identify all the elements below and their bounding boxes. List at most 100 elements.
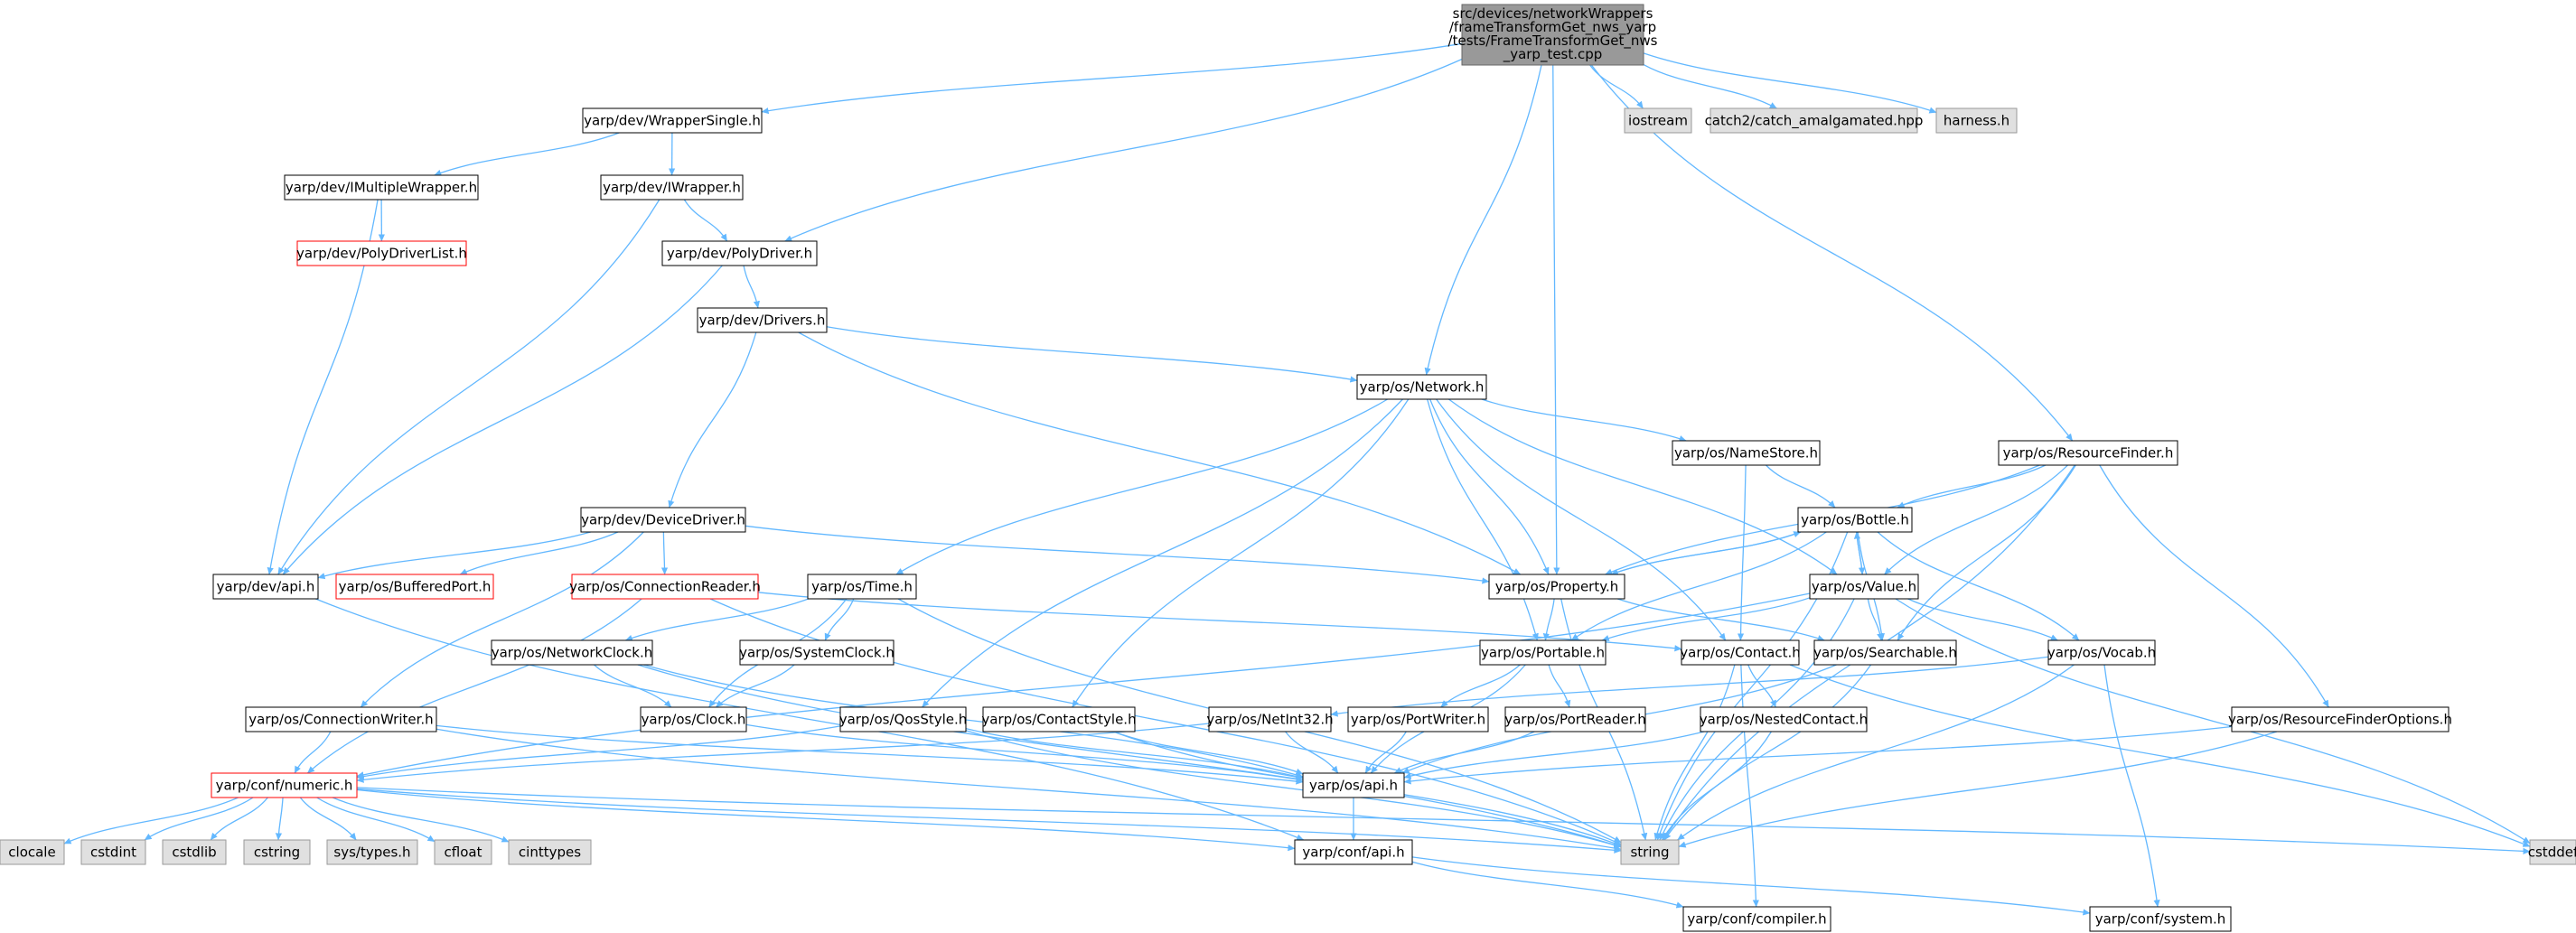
node-value[interactable]: yarp/os/Value.h bbox=[1809, 574, 1919, 600]
edge-value-to-bottle bbox=[1853, 531, 1863, 575]
node-devapi[interactable]: yarp/dev/api.h bbox=[212, 574, 319, 600]
node-netint32[interactable]: yarp/os/NetInt32.h bbox=[1206, 706, 1334, 732]
node-box bbox=[982, 706, 1136, 732]
edge-vocab-to-string bbox=[1677, 664, 2075, 841]
edge-numeric-to-cstdlib bbox=[210, 797, 268, 841]
edge-root-to-harness bbox=[1643, 52, 1937, 114]
edge-connectionwriter-to-string bbox=[436, 728, 1622, 852]
edge-value-to-vocab bbox=[1907, 598, 2058, 641]
node-label: yarp/os/Bottle.h bbox=[1801, 512, 1909, 528]
node-box bbox=[508, 839, 592, 865]
edge-portwriter-to-osapi bbox=[1364, 731, 1407, 774]
node-box bbox=[2089, 906, 2232, 932]
edge-connectionwriter-to-numeric bbox=[294, 731, 332, 774]
node-bufferedport[interactable]: yarp/os/BufferedPort.h bbox=[335, 574, 494, 600]
edge-networkclock-to-osapi bbox=[643, 664, 1304, 779]
node-label: yarp/os/Contact.h bbox=[1680, 645, 1801, 661]
edge-property-to-portable bbox=[1542, 598, 1555, 641]
node-portable[interactable]: yarp/os/Portable.h bbox=[1479, 639, 1606, 666]
node-system[interactable]: yarp/conf/system.h bbox=[2089, 906, 2232, 932]
node-box bbox=[571, 574, 759, 600]
node-box bbox=[212, 574, 319, 600]
edge-numeric-to-clocale bbox=[63, 797, 239, 844]
node-box bbox=[2231, 706, 2450, 732]
node-wrappersingle[interactable]: yarp/dev/WrapperSingle.h bbox=[582, 107, 763, 134]
node-time[interactable]: yarp/os/Time.h bbox=[807, 574, 917, 600]
node-connectionwriter[interactable]: yarp/os/ConnectionWriter.h bbox=[245, 706, 437, 732]
node-systemclock[interactable]: yarp/os/SystemClock.h bbox=[739, 639, 895, 666]
node-osapi[interactable]: yarp/os/api.h bbox=[1302, 772, 1405, 798]
node-box bbox=[1294, 839, 1413, 865]
node-contactstyle[interactable]: yarp/os/ContactStyle.h bbox=[981, 706, 1137, 732]
node-clock[interactable]: yarp/os/Clock.h bbox=[640, 706, 747, 732]
node-systypes: sys/types.h bbox=[326, 839, 418, 865]
edge-numeric-to-cstring bbox=[275, 797, 284, 841]
root-node-box bbox=[1461, 4, 1644, 66]
node-devicedriver[interactable]: yarp/dev/DeviceDriver.h bbox=[580, 507, 746, 533]
node-label: yarp/dev/WrapperSingle.h bbox=[584, 113, 761, 129]
edge-drivers-to-property bbox=[798, 331, 1522, 575]
node-portwriter[interactable]: yarp/os/PortWriter.h bbox=[1347, 706, 1489, 732]
edge-connectionreader-to-numeric bbox=[306, 598, 642, 774]
node-rfoptions[interactable]: yarp/os/ResourceFinderOptions.h bbox=[2228, 706, 2452, 732]
node-polydriverlist[interactable]: yarp/dev/PolyDriverList.h bbox=[296, 240, 467, 266]
node-box bbox=[1302, 772, 1405, 798]
node-label: yarp/os/ResourceFinder.h bbox=[2003, 445, 2174, 462]
edge-root-to-polydriver bbox=[784, 58, 1463, 242]
node-box bbox=[1624, 107, 1692, 134]
edge-root-to-network bbox=[1424, 64, 1542, 376]
node-bottle[interactable]: yarp/os/Bottle.h bbox=[1797, 507, 1913, 533]
edge-numeric-to-cinttypes bbox=[332, 797, 510, 843]
node-label: yarp/dev/Drivers.h bbox=[699, 313, 826, 329]
node-drivers[interactable]: yarp/dev/Drivers.h bbox=[697, 307, 828, 333]
edge-contact-to-nestedcontact bbox=[1747, 664, 1776, 708]
edge-devicedriver-to-bufferedport bbox=[459, 531, 619, 575]
node-iwrapper[interactable]: yarp/dev/IWrapper.h bbox=[600, 174, 744, 201]
node-network[interactable]: yarp/os/Network.h bbox=[1356, 374, 1487, 400]
node-label: cstdint bbox=[90, 844, 136, 861]
node-label: yarp/os/ResourceFinderOptions.h bbox=[2228, 712, 2452, 728]
node-property[interactable]: yarp/os/Property.h bbox=[1488, 574, 1625, 600]
node-label: yarp/dev/PolyDriver.h bbox=[667, 246, 812, 262]
node-networkclock[interactable]: yarp/os/NetworkClock.h bbox=[491, 639, 653, 666]
node-box bbox=[1347, 706, 1489, 732]
edge-network-to-portable bbox=[1427, 398, 1539, 641]
node-label: yarp/os/Vocab.h bbox=[2047, 645, 2156, 661]
node-confapi[interactable]: yarp/conf/api.h bbox=[1294, 839, 1413, 865]
node-compiler[interactable]: yarp/conf/compiler.h bbox=[1682, 906, 1831, 932]
root-label-line: src/devices/networkWrappers bbox=[1453, 5, 1653, 22]
edge-portable-to-portreader bbox=[1548, 664, 1571, 708]
node-resourcefinder[interactable]: yarp/os/ResourceFinder.h bbox=[1998, 440, 2178, 466]
node-catch2: catch2/catch_amalgamated.hpp bbox=[1705, 107, 1923, 134]
node-portreader[interactable]: yarp/os/PortReader.h bbox=[1504, 706, 1646, 732]
node-searchable[interactable]: yarp/os/Searchable.h bbox=[1813, 639, 1957, 666]
edge-vocab-to-system bbox=[2103, 664, 2160, 908]
node-box bbox=[2047, 639, 2156, 666]
edge-drivers-to-network bbox=[826, 326, 1358, 383]
node-connectionreader[interactable]: yarp/os/ConnectionReader.h bbox=[569, 574, 761, 600]
edge-property-to-searchable bbox=[1617, 598, 1825, 642]
edge-numeric-to-string bbox=[356, 788, 1622, 854]
node-harness: harness.h bbox=[1935, 107, 2018, 134]
node-nestedcontact[interactable]: yarp/os/NestedContact.h bbox=[1700, 706, 1868, 732]
node-cstdint: cstdint bbox=[80, 839, 146, 865]
node-namestore[interactable]: yarp/os/NameStore.h bbox=[1672, 440, 1821, 466]
node-vocab[interactable]: yarp/os/Vocab.h bbox=[2047, 639, 2156, 666]
node-qosstyle[interactable]: yarp/os/QosStyle.h bbox=[839, 706, 968, 732]
edge-contact-to-cstddef bbox=[1789, 664, 2531, 847]
node-label: yarp/os/Network.h bbox=[1360, 379, 1485, 396]
node-label: yarp/dev/PolyDriverList.h bbox=[296, 246, 467, 262]
edge-resourcefinder-to-value bbox=[1884, 464, 2068, 575]
node-label: yarp/os/NetInt32.h bbox=[1206, 712, 1333, 728]
edge-confapi-to-compiler bbox=[1411, 861, 1684, 909]
node-numeric[interactable]: yarp/conf/numeric.h bbox=[211, 772, 358, 798]
node-polydriver[interactable]: yarp/dev/PolyDriver.h bbox=[661, 240, 818, 266]
node-label: cstdlib bbox=[172, 844, 216, 861]
edge-qosstyle-to-string bbox=[965, 730, 1622, 849]
node-imultiplewrapper[interactable]: yarp/dev/IMultipleWrapper.h bbox=[284, 174, 479, 201]
edge-drivers-to-devicedriver bbox=[668, 331, 757, 508]
edge-confapi-to-system bbox=[1411, 856, 2091, 916]
node-box bbox=[839, 706, 967, 732]
node-contact[interactable]: yarp/os/Contact.h bbox=[1680, 639, 1801, 666]
